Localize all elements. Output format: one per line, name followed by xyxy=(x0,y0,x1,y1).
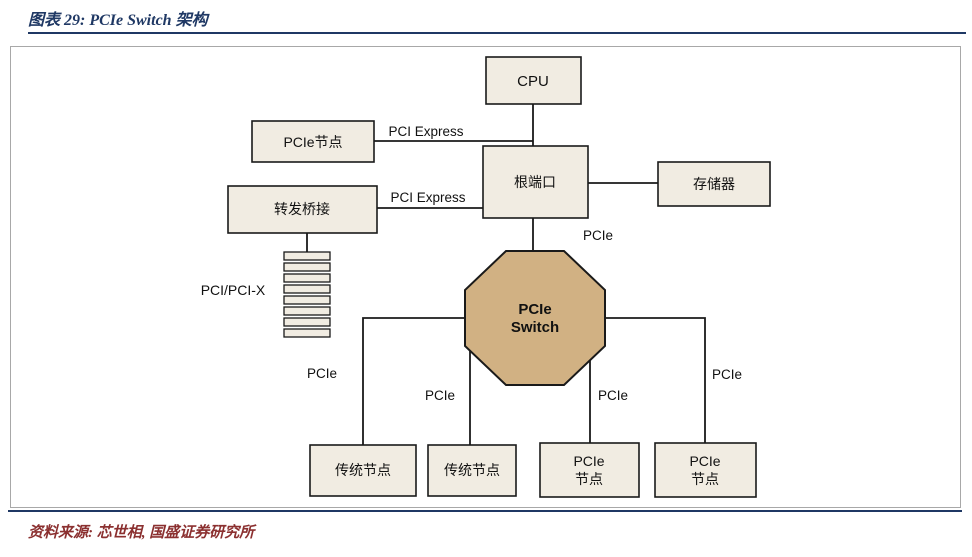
pcie-node-top-box xyxy=(251,120,375,163)
connector-lines xyxy=(306,104,706,446)
cpu-box xyxy=(485,56,582,105)
edge-label-pcie-right: PCIe xyxy=(712,367,742,382)
pci-slot-stack xyxy=(283,251,331,338)
pcie-node-bottom2-label-line1: PCIe xyxy=(689,453,720,469)
edge-switch-pcienode2 xyxy=(602,317,706,444)
figure-title: 图表 29: PCIe Switch 架构 xyxy=(28,12,208,29)
edge-switch-legacy1 xyxy=(362,317,468,446)
pci-slot xyxy=(283,251,331,261)
pci-slot xyxy=(283,295,331,305)
legacy-node-left-label: 传统节点 xyxy=(335,462,391,478)
pcie-node-bottom2-label-line2: 节点 xyxy=(691,471,719,487)
pci-slot xyxy=(283,317,331,327)
memory-label: 存储器 xyxy=(693,176,735,192)
pcie-node-bottom1-label-line2: 节点 xyxy=(575,471,603,487)
legacy-node-left-box xyxy=(309,444,417,497)
pcie-switch-octagon xyxy=(464,250,606,386)
header-rule xyxy=(28,32,966,34)
pcie-switch-label-line1: PCIe xyxy=(518,301,551,318)
pci-stack-label: PCI/PCI-X xyxy=(201,282,266,298)
root-port-box xyxy=(482,145,589,219)
legacy-node-mid-box xyxy=(427,444,517,497)
memory-box xyxy=(657,161,771,207)
legacy-node-mid-label: 传统节点 xyxy=(444,462,500,478)
diagram-frame xyxy=(10,46,961,508)
pci-slot xyxy=(283,273,331,283)
pcie-node-bottom1-label-line1: PCIe xyxy=(573,453,604,469)
source-note: 资料来源: 芯世相, 国盛证券研究所 xyxy=(28,525,255,541)
pcie-node-bottom1-box xyxy=(539,442,640,498)
pci-slot xyxy=(283,284,331,294)
pci-slot xyxy=(283,306,331,316)
pci-slot xyxy=(283,262,331,272)
edge-label-pci-express-bridge: PCI Express xyxy=(390,190,465,205)
pcie-node-top-label: PCIe节点 xyxy=(283,134,342,150)
footer-rule xyxy=(8,510,962,512)
edge-label-pci-express-top: PCI Express xyxy=(388,124,463,139)
forward-bridge-box xyxy=(227,185,378,234)
forward-bridge-label: 转发桥接 xyxy=(274,201,330,217)
edge-label-pcie-midright: PCIe xyxy=(598,388,628,403)
pcie-node-bottom2-box xyxy=(654,442,757,498)
edge-label-pcie-root-switch: PCIe xyxy=(583,228,613,243)
pci-slot xyxy=(283,328,331,338)
edge-label-pcie-midleft: PCIe xyxy=(425,388,455,403)
root-port-label: 根端口 xyxy=(514,174,556,190)
edge-label-pcie-left: PCIe xyxy=(307,366,337,381)
cpu-label: CPU xyxy=(517,73,549,90)
pcie-switch-label-line2: Switch xyxy=(511,319,559,336)
